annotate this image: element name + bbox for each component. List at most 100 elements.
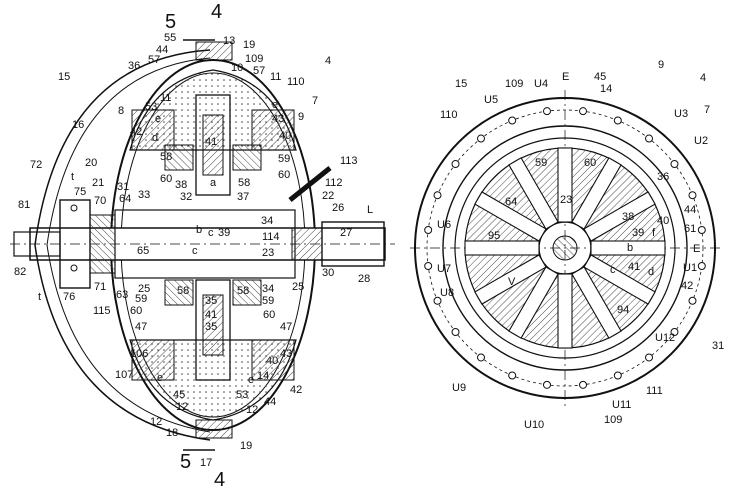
- label-r31: 31: [712, 340, 724, 352]
- label-rU12: U12: [655, 332, 675, 344]
- label-41: 41: [205, 136, 217, 148]
- vane-group: [464, 147, 666, 349]
- label-14: 14: [257, 370, 269, 382]
- label-r110: 110: [440, 109, 458, 121]
- label-39: 39: [218, 227, 230, 239]
- label-5-top: 5: [165, 11, 176, 33]
- label-57b: 57: [253, 65, 265, 77]
- label-r109a: 109: [505, 78, 523, 90]
- bearing-lower-left: [164, 279, 194, 306]
- lower-piston: [202, 294, 224, 356]
- label-31: 31: [117, 181, 129, 193]
- label-41b: 41: [205, 309, 217, 321]
- label-58d: 58: [237, 285, 249, 297]
- bottom-cap: [195, 419, 233, 439]
- label-42a: 42: [130, 126, 142, 138]
- side-block-upper-left: [131, 109, 175, 151]
- label-r41: 41: [628, 261, 640, 273]
- flange-bolt-hole: [688, 191, 697, 200]
- label-L: L: [367, 204, 373, 216]
- label-42b: 42: [290, 384, 302, 396]
- label-r42: 42: [681, 280, 693, 292]
- label-4-ref: 4: [325, 55, 331, 67]
- label-rU10: U10: [524, 419, 544, 431]
- vane: [571, 157, 622, 230]
- label-45: 45: [173, 389, 185, 401]
- label-63: 63: [116, 289, 128, 301]
- label-r94: 94: [617, 304, 629, 316]
- label-28: 28: [358, 273, 370, 285]
- upper-bore: [195, 94, 231, 196]
- label-107: 107: [115, 369, 133, 381]
- label-70: 70: [94, 195, 106, 207]
- label-rb: b: [627, 242, 633, 254]
- side-block-lower-left: [131, 339, 175, 381]
- label-34a: 34: [261, 215, 273, 227]
- label-r38: 38: [622, 211, 634, 223]
- label-113: 113: [340, 155, 358, 167]
- label-11a: 11: [270, 71, 281, 83]
- label-12a: 12: [176, 401, 188, 413]
- label-65: 65: [137, 245, 149, 257]
- label-40a: 40: [279, 130, 291, 142]
- label-57a: 57: [148, 54, 160, 66]
- label-30: 30: [322, 267, 334, 279]
- label-47b: 47: [280, 321, 292, 333]
- flange-bolt-hole: [670, 159, 679, 168]
- flange-bolt-hole: [451, 328, 460, 337]
- flange-bolt-hole: [645, 134, 654, 143]
- label-7: 7: [312, 95, 318, 107]
- label-rf: f: [652, 227, 656, 239]
- output-shaft: [321, 221, 385, 267]
- vane: [508, 157, 559, 230]
- label-53: 53: [145, 101, 157, 113]
- bolt-group: [424, 107, 706, 389]
- label-4-bot: 4: [214, 469, 225, 491]
- label-109: 109: [245, 53, 263, 65]
- label-37: 37: [237, 191, 249, 203]
- label-r14: 14: [600, 83, 612, 95]
- label-r59: 59: [535, 157, 547, 169]
- label-r44: 44: [684, 204, 696, 216]
- label-72: 72: [30, 159, 42, 171]
- label-r15: 15: [455, 78, 467, 90]
- label-16: 16: [72, 119, 84, 131]
- label-75: 75: [74, 186, 86, 198]
- label-r60: 60: [584, 157, 596, 169]
- label-59b: 59: [135, 293, 147, 305]
- flange-bolt-hole: [613, 371, 622, 380]
- label-40b: 40: [266, 355, 278, 367]
- label-c2: c: [192, 245, 198, 257]
- flange-bolt-hole: [476, 134, 485, 143]
- bearing-lower-right: [232, 279, 262, 306]
- label-r61: 61: [684, 223, 696, 235]
- label-53b: 53: [236, 389, 248, 401]
- label-22: 22: [322, 190, 334, 202]
- label-t1: t: [71, 171, 74, 183]
- top-cap: [195, 41, 233, 61]
- coupling-bolt-bottom: [70, 264, 78, 272]
- flange-bolt-hole: [508, 116, 517, 125]
- flange-bolt-hole: [697, 262, 706, 271]
- label-rE-right: E: [693, 243, 700, 255]
- label-18: 18: [166, 427, 178, 439]
- label-58a: 58: [160, 151, 172, 163]
- label-r111: 111: [646, 385, 663, 397]
- right-labels: E 9 15 109 U4 45 4 110 U5 14 U3 7 59 60 …: [437, 59, 724, 431]
- label-64: 64: [119, 193, 131, 205]
- label-rU8: U8: [440, 287, 454, 299]
- label-4-top: 4: [211, 1, 222, 23]
- upper-piston: [202, 114, 224, 176]
- label-106: 106: [130, 348, 148, 360]
- label-19-top: 19: [243, 39, 255, 51]
- label-c1: c: [208, 227, 214, 239]
- flange-bolt-hole: [579, 380, 588, 389]
- label-19b: 19: [240, 440, 252, 452]
- label-r64: 64: [505, 196, 517, 208]
- label-71: 71: [94, 281, 106, 293]
- label-r109b: 109: [604, 414, 622, 426]
- label-rU9: U9: [452, 382, 466, 394]
- side-block-lower-right: [251, 339, 295, 381]
- label-59c: 59: [262, 295, 274, 307]
